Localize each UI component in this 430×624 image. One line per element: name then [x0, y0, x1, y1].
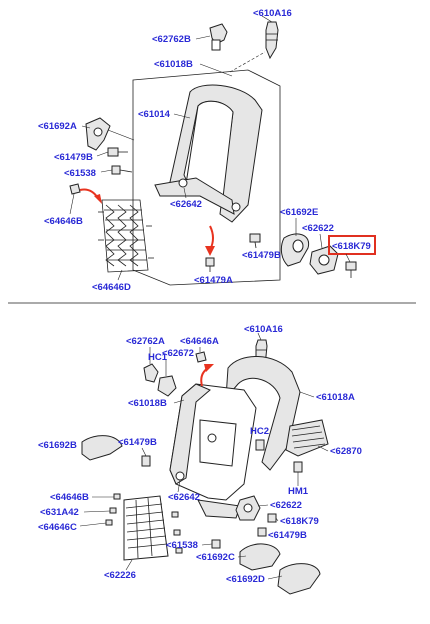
label-hc1[interactable]: HC1	[148, 352, 168, 363]
label-64646d[interactable]: <64646D	[92, 282, 131, 293]
label-61018a[interactable]: <61018A	[316, 392, 355, 403]
spring-mat-64646d	[98, 199, 154, 273]
seat-back-frame-top	[154, 84, 263, 223]
bolt-618k79-bottom	[267, 513, 277, 523]
label-64646b-bottom[interactable]: <64646B	[50, 492, 89, 503]
screw-61538	[111, 165, 133, 175]
label-64646a[interactable]: <64646A	[180, 336, 219, 347]
lumbar-pad-62870	[285, 419, 329, 457]
clip-row	[105, 493, 183, 554]
bolt-61479b-left	[107, 147, 128, 157]
bolt-61479b-bottom-left	[141, 455, 151, 467]
headrest-guide-62762b	[209, 23, 228, 51]
label-61538-bottom[interactable]: <61538	[166, 540, 198, 551]
label-61692e[interactable]: <61692E	[280, 207, 318, 218]
bolt-618k79-top	[345, 261, 357, 278]
side-cover-61692e	[280, 233, 310, 267]
clip-64646b	[69, 183, 81, 195]
label-618k79-bottom[interactable]: <618K79	[280, 516, 319, 527]
bottom-labels: <610A16 <62762A <64646A HC1 <62672 <6101…	[38, 324, 362, 585]
label-61692c[interactable]: <61692C	[196, 552, 235, 563]
headrest-guide-62762a	[143, 363, 159, 383]
label-610a16-bottom[interactable]: <610A16	[244, 324, 283, 335]
top-exploded-view	[69, 21, 357, 286]
label-610a16-top[interactable]: <610A16	[253, 8, 292, 19]
highlight-box-618k79	[328, 235, 376, 255]
bottom-exploded-view	[81, 339, 329, 595]
label-62870[interactable]: <62870	[330, 446, 362, 457]
label-61479b-top-left[interactable]: <61479B	[54, 152, 93, 163]
label-62226[interactable]: <62226	[104, 570, 136, 581]
label-61692a-top[interactable]: <61692A	[38, 121, 77, 132]
clip-64646a	[195, 351, 207, 363]
label-62762a[interactable]: <62762A	[126, 336, 165, 347]
headrest-sleeve-610a16	[265, 21, 279, 60]
label-62622-top[interactable]: <62622	[302, 223, 334, 234]
label-62642-top[interactable]: <62642	[170, 199, 202, 210]
connector-hc2	[255, 439, 265, 451]
inner-frame-61018b	[169, 383, 257, 519]
label-61479b-bottom-left[interactable]: <61479B	[118, 437, 157, 448]
spring-mat-62226	[123, 495, 169, 561]
label-618k79-top[interactable]: <618K79	[332, 241, 371, 252]
label-62672[interactable]: <62672	[162, 348, 194, 359]
recliner-62622-bottom	[235, 495, 261, 521]
label-61018b-bottom[interactable]: <61018B	[128, 398, 167, 409]
label-hc2[interactable]: HC2	[250, 426, 269, 437]
label-61692b[interactable]: <61692B	[38, 440, 77, 451]
label-61018b-top[interactable]: <61018B	[154, 59, 193, 70]
label-64646b-top[interactable]: <64646B	[44, 216, 83, 227]
label-hm1[interactable]: HM1	[288, 486, 309, 497]
label-61538-top[interactable]: <61538	[64, 168, 96, 179]
motor-hm1	[293, 461, 303, 473]
label-61692d[interactable]: <61692D	[226, 574, 265, 585]
label-62622-bottom[interactable]: <62622	[270, 500, 302, 511]
label-61479b-top-right[interactable]: <61479B	[242, 250, 281, 261]
side-cover-61692b	[81, 435, 123, 461]
label-62642-bottom[interactable]: <62642	[168, 492, 200, 503]
label-61014[interactable]: <61014	[138, 109, 171, 120]
bolt-61479a	[205, 257, 215, 272]
top-labels: <610A16 <62762B <61018B <61014 <61692A <…	[38, 8, 376, 293]
label-62762b[interactable]: <62762B	[152, 34, 191, 45]
guide-62672	[157, 375, 177, 397]
bolt-61479b-right	[249, 233, 261, 249]
label-61479b-bottom-right[interactable]: <61479B	[268, 530, 307, 541]
outer-frame-61018a	[225, 356, 301, 471]
label-631a42[interactable]: <631A42	[40, 507, 79, 518]
bolt-61479b-bottom-right	[257, 527, 267, 537]
side-cover-61692a	[85, 117, 135, 151]
side-cover-61692d	[277, 563, 321, 595]
label-64646c[interactable]: <64646C	[38, 522, 77, 533]
screw-61538-bottom	[211, 539, 221, 549]
label-61479a[interactable]: <61479A	[194, 275, 233, 286]
side-cover-61692c	[239, 543, 281, 571]
